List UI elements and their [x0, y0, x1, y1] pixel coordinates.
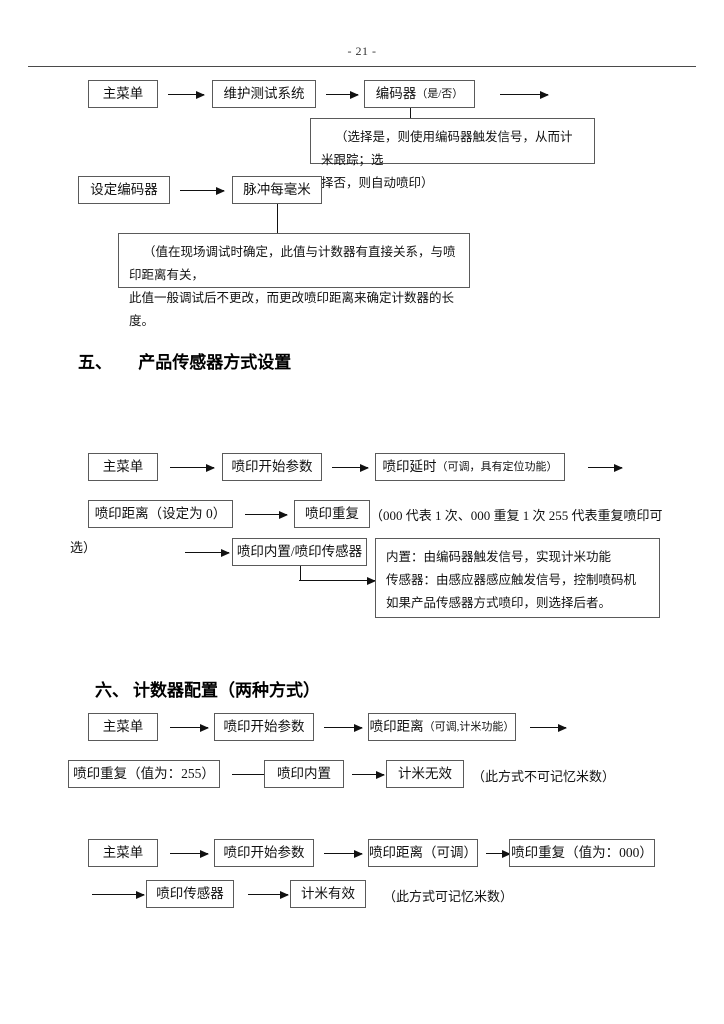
inline-note-print-repeat-line2: 选） — [70, 540, 97, 555]
node-print-start-params-method-one[interactable]: 喷印开始参数 — [214, 713, 314, 741]
node-maintenance-test-system[interactable]: 维护测试系统 — [212, 80, 316, 108]
section-six-title: 计数器配置（两种方式） — [133, 681, 320, 700]
note-line: 内置：由编码器触发信号，实现计米功能 — [386, 550, 612, 564]
node-print-sensor[interactable]: 喷印传感器 — [146, 880, 234, 908]
node-print-repeat-000[interactable]: 喷印重复（值为：000） — [509, 839, 655, 867]
note-line: 择否，则自动喷印） — [321, 176, 434, 191]
node-print-repeat-255[interactable]: 喷印重复（值为：255） — [68, 760, 220, 788]
note-encoder-yes-no: （选择是，则使用编码器触发信号，从而计米跟踪；选 择否，则自动喷印） — [310, 118, 595, 190]
node-print-distance-label: 喷印距离 — [369, 719, 424, 735]
arrow-right-icon — [486, 849, 511, 858]
node-print-start-params-section-five[interactable]: 喷印开始参数 — [222, 453, 322, 481]
arrow-right-icon — [326, 90, 359, 99]
arrow-right-icon — [168, 90, 205, 99]
node-meter-invalid[interactable]: 计米无效 — [386, 760, 464, 788]
connector-line — [410, 108, 411, 119]
node-main-menu-method-one[interactable]: 主菜单 — [88, 713, 158, 741]
note-pulse-per-millimeter: （值在现场调试时确定，此值与计数器有直接关系，与喷印距离有关， 此值一般调试后不… — [118, 233, 470, 328]
arrow-right-icon — [352, 770, 385, 779]
node-main-menu-section-five[interactable]: 主菜单 — [88, 453, 158, 481]
arrow-right-icon — [92, 890, 145, 899]
arrow-right-icon — [332, 463, 369, 472]
note-line: 传感器：由感应器感应触发信号，控制喷码机 — [386, 573, 637, 588]
node-print-start-params-method-two[interactable]: 喷印开始参数 — [214, 839, 314, 867]
section-six-number: 六、 — [95, 681, 129, 700]
arrow-right-icon — [180, 186, 225, 195]
arrow-right-icon — [185, 548, 230, 557]
section-heading-six: 六、计数器配置（两种方式） — [95, 676, 320, 701]
arrow-right-icon — [170, 723, 209, 732]
section-five-title: 产品传感器方式设置 — [138, 353, 292, 372]
arrow-right-icon — [170, 463, 215, 472]
inline-note-method-one: （此方式不可记忆米数） — [472, 769, 616, 784]
arrow-right-icon — [245, 510, 288, 519]
arrow-right-icon — [248, 890, 289, 899]
node-print-delay[interactable]: 喷印延时（可调，具有定位功能） — [375, 453, 565, 481]
note-line: 如果产品传感器方式喷印，则选择后者。 — [386, 596, 612, 611]
node-main-menu-encoder-flow[interactable]: 主菜单 — [88, 80, 158, 108]
node-pulse-per-millimeter[interactable]: 脉冲每毫米 — [232, 176, 322, 204]
page-number-header: - 21 - — [347, 44, 377, 58]
inline-note-print-repeat-line1: （000 代表 1 次、000 重复 1 次 255 代表重复喷印可 — [370, 508, 663, 523]
inline-note-method-two: （此方式可记忆米数） — [383, 889, 514, 904]
node-print-distance-method-one[interactable]: 喷印距离（可调,计米功能） — [368, 713, 516, 741]
note-line: （选择是，则使用编码器触发信号，从而计米跟踪；选 — [321, 130, 573, 168]
node-print-delay-label: 喷印延时 — [382, 459, 437, 475]
arrow-right-icon — [324, 723, 363, 732]
section-heading-five: 五、 产品传感器方式设置 — [78, 348, 291, 373]
arrow-right-icon — [500, 90, 549, 99]
arrow-right-icon — [324, 849, 363, 858]
header-divider — [28, 66, 696, 67]
node-encoder-label: 编码器 — [375, 86, 417, 102]
arrow-right-icon — [170, 849, 209, 858]
node-print-repeat-section-five[interactable]: 喷印重复 — [294, 500, 370, 528]
node-print-distance-method-two[interactable]: 喷印距离（可调） — [368, 839, 478, 867]
note-line: 此值一般调试后不更改，而更改喷印距离来确定计数器的长度。 — [129, 291, 455, 329]
node-encoder-yes-no[interactable]: 编码器（是/否） — [364, 80, 475, 108]
node-set-encoder[interactable]: 设定编码器 — [78, 176, 170, 204]
node-main-menu-method-two[interactable]: 主菜单 — [88, 839, 158, 867]
note-internal-vs-sensor: 内置：由编码器触发信号，实现计米功能 传感器：由感应器感应触发信号，控制喷码机 … — [375, 538, 660, 618]
node-encoder-suffix: （是/否） — [416, 87, 464, 100]
note-line: （值在现场调试时确定，此值与计数器有直接关系，与喷印距离有关， — [129, 245, 456, 283]
section-five-number: 五、 — [78, 353, 112, 372]
arrow-right-icon — [299, 576, 376, 585]
connector-line — [300, 566, 301, 580]
node-print-distance-set-zero[interactable]: 喷印距离（设定为 0） — [88, 500, 233, 528]
node-print-distance-suffix: （可调,计米功能） — [423, 720, 515, 733]
node-print-delay-suffix: （可调，具有定位功能） — [436, 460, 558, 473]
connector-line — [277, 204, 278, 234]
node-meter-valid[interactable]: 计米有效 — [290, 880, 366, 908]
arrow-right-icon — [530, 723, 567, 732]
arrow-right-icon — [588, 463, 623, 472]
node-print-internal-method-one[interactable]: 喷印内置 — [264, 760, 344, 788]
node-print-internal-or-sensor[interactable]: 喷印内置/喷印传感器 — [232, 538, 367, 566]
